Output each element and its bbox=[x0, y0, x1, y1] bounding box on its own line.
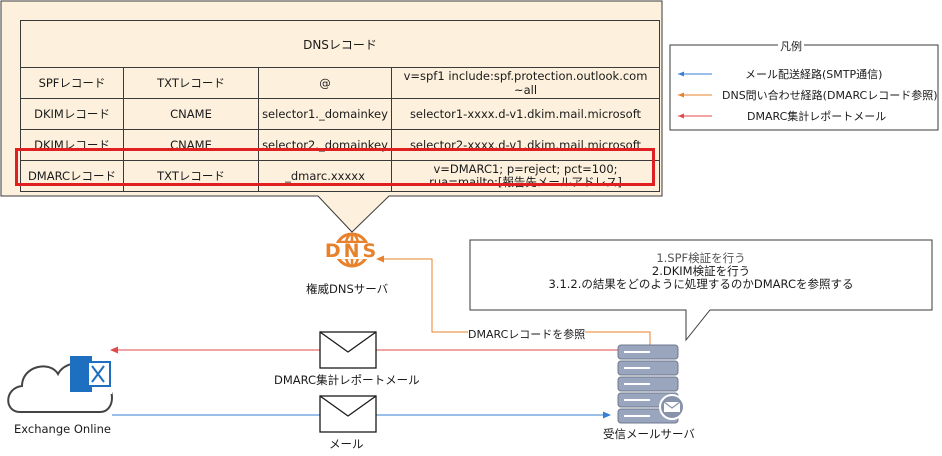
record-name: DMARCレコード bbox=[20, 160, 124, 192]
record-host: _dmarc.xxxxx bbox=[258, 160, 392, 192]
receiver-speech-bubble bbox=[469, 239, 933, 342]
record-name: SPFレコード bbox=[20, 67, 124, 99]
report-envelope-icon bbox=[319, 331, 377, 369]
legend-item-smtp: メール配送経路(SMTP通信) bbox=[745, 68, 883, 81]
dns-icon-text: DNS bbox=[324, 240, 380, 262]
record-type: TXTレコード bbox=[123, 67, 259, 99]
legend-item-dns: DNS問い合わせ経路(DMARCレコード参照) bbox=[722, 89, 938, 102]
receiver-server-label: 受信メールサーバ bbox=[603, 427, 695, 441]
mail-label: メール bbox=[329, 437, 364, 451]
dmarc-lookup-label: DMARCレコードを参照 bbox=[468, 326, 586, 342]
dns-table-header: DNSレコード bbox=[20, 20, 660, 68]
record-value: selector1-xxxx.d-v1.dkim.mail.microsoft bbox=[391, 98, 660, 130]
record-name: DKIMレコード bbox=[20, 98, 124, 130]
dns-server-icon bbox=[320, 232, 384, 268]
record-type: CNAME bbox=[123, 98, 259, 130]
record-host: selector1._domainkey bbox=[258, 98, 392, 130]
record-host: @ bbox=[258, 67, 392, 99]
exchange-online-label: Exchange Online bbox=[14, 422, 111, 436]
record-value: v=spf1 include:spf.protection.outlook.co… bbox=[391, 67, 660, 99]
legend-title: 凡例 bbox=[778, 38, 804, 54]
exchange-online-cloud-icon bbox=[7, 354, 113, 413]
dns-server-label: 権威DNSサーバ bbox=[306, 282, 389, 296]
bubble-line-1: 1.SPF検証を行う bbox=[656, 251, 746, 265]
legend-item-report: DMARC集計レポートメール bbox=[747, 110, 887, 123]
receiver-server-icon bbox=[617, 344, 685, 424]
dmarc-lookup-arrow bbox=[382, 258, 651, 348]
table-row: DKIMレコード CNAME selector1._domainkey sele… bbox=[20, 98, 660, 130]
dns-record-table: DNSレコード SPFレコード TXTレコード @ v=spf1 include… bbox=[20, 20, 660, 192]
record-type: TXTレコード bbox=[123, 160, 259, 192]
bubble-text: 1.SPF検証を行う 2.DKIM検証を行う 3.1.2.の結果をどのように処理… bbox=[470, 252, 932, 291]
bubble-line-2: 2.DKIM検証を行う bbox=[651, 264, 751, 278]
table-row: SPFレコード TXTレコード @ v=spf1 include:spf.pro… bbox=[20, 67, 660, 99]
bubble-line-3: 3.1.2.の結果をどのように処理するのかDMARCを参照する bbox=[548, 277, 854, 291]
report-mail-label: DMARC集計レポートメール bbox=[274, 373, 420, 387]
mail-envelope-icon bbox=[319, 395, 377, 433]
record-type: CNAME bbox=[123, 129, 259, 161]
dmarc-row-highlight bbox=[15, 148, 655, 186]
legend-box bbox=[669, 44, 939, 131]
dmarc-value-line1: v=DMARC1; p=reject; pct=100; bbox=[433, 162, 618, 176]
